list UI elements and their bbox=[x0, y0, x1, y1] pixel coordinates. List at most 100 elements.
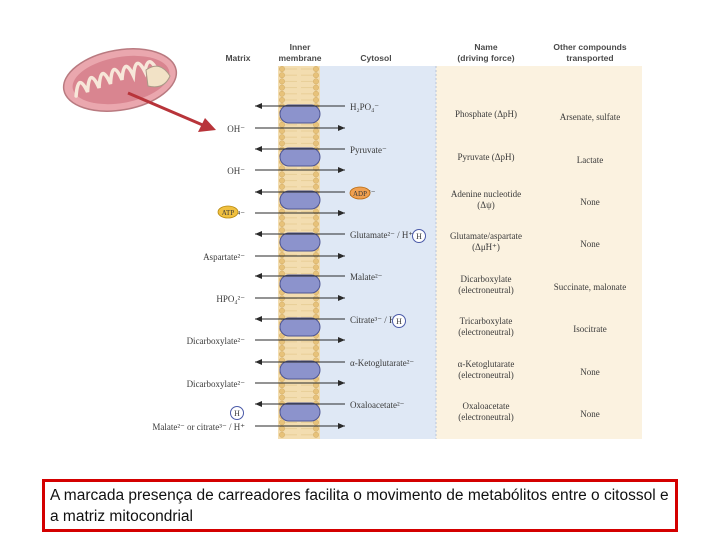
cytosol-metabolite: Glutamate²⁻ / H⁺ bbox=[350, 230, 413, 240]
lipid-head bbox=[279, 97, 285, 103]
lipid-head bbox=[313, 128, 319, 134]
adp-badge-label: ADP bbox=[353, 190, 367, 198]
lipid-head bbox=[313, 214, 319, 221]
lipid-head bbox=[279, 351, 285, 358]
lipid-head bbox=[279, 307, 285, 314]
lipid-head bbox=[313, 78, 319, 85]
flux-arrow-head bbox=[255, 103, 262, 109]
carrier-protein bbox=[279, 232, 321, 252]
lipid-head bbox=[279, 252, 285, 258]
header-cytosol: Cytosol bbox=[360, 53, 391, 63]
flux-arrow-head bbox=[338, 380, 345, 386]
lipid-head bbox=[279, 227, 285, 234]
transporter-name: Phosphate (ΔpH) bbox=[455, 109, 517, 119]
header-membrane-2: membrane bbox=[279, 53, 322, 63]
transporter-name: (Δμ̃H⁺) bbox=[472, 242, 500, 252]
matrix-metabolite: OH⁻ bbox=[227, 124, 245, 134]
proton-icon: H bbox=[392, 314, 406, 328]
carrier-protein bbox=[279, 147, 321, 167]
lipid-head bbox=[313, 84, 319, 91]
lipid-head bbox=[279, 134, 285, 141]
lipid-head bbox=[279, 221, 285, 227]
flux-arrow-head bbox=[338, 423, 345, 429]
mitochondrion-icon bbox=[62, 48, 216, 132]
transporter-name: Pyruvate (ΔpH) bbox=[457, 152, 514, 162]
lipid-head bbox=[313, 227, 319, 234]
lipid-head bbox=[313, 90, 319, 97]
flux-arrow-head bbox=[338, 125, 345, 131]
carrier-protein bbox=[279, 402, 321, 422]
lipid-head bbox=[313, 183, 319, 190]
matrix-metabolite: Malate²⁻ or citrate³⁻ / H⁺ bbox=[152, 422, 245, 432]
lipid-head bbox=[313, 345, 319, 351]
transporter-name: (electroneutral) bbox=[458, 412, 513, 422]
transporter-name: Adenine nucleotide bbox=[451, 189, 521, 199]
matrix-metabolite: HPO₄²⁻ bbox=[216, 294, 245, 304]
lipid-head bbox=[279, 140, 285, 147]
flux-arrow-head bbox=[338, 337, 345, 343]
flux-arrow-head bbox=[255, 359, 262, 365]
carrier-protein bbox=[279, 190, 321, 210]
column-headers: Matrix Inner membrane Cytosol Name (driv… bbox=[225, 42, 626, 63]
lipid-head bbox=[313, 388, 319, 395]
header-name-1: Name bbox=[474, 42, 497, 52]
flux-arrow-head bbox=[338, 253, 345, 259]
header-other-2: transported bbox=[566, 53, 613, 63]
transporter-name: (electroneutral) bbox=[458, 285, 513, 295]
transporter-name: Oxaloacetate bbox=[463, 401, 510, 411]
lipid-head bbox=[313, 425, 319, 432]
transporter-name: Dicarboxylate bbox=[461, 274, 512, 284]
other-compounds: None bbox=[580, 409, 600, 419]
cytosol-metabolite: H₂PO₄⁻ bbox=[350, 102, 379, 112]
lipid-head bbox=[279, 419, 285, 426]
header-other-1: Other compounds bbox=[553, 42, 626, 52]
lipid-head bbox=[313, 252, 319, 258]
lipid-head bbox=[313, 307, 319, 314]
lipid-head bbox=[313, 171, 319, 178]
lipid-head bbox=[279, 214, 285, 221]
transporter-name: (electroneutral) bbox=[458, 327, 513, 337]
lipid-head bbox=[313, 221, 319, 227]
table-region bbox=[436, 66, 642, 439]
carrier-protein bbox=[279, 360, 321, 380]
lipid-head bbox=[279, 66, 285, 72]
lipid-head bbox=[313, 258, 319, 265]
lipid-head bbox=[279, 264, 285, 271]
flux-arrow-head bbox=[255, 146, 262, 152]
cytosol-metabolite: Malate²⁻ bbox=[350, 272, 383, 282]
matrix-metabolite: Dicarboxylate²⁻ bbox=[187, 336, 246, 346]
flux-arrow-head bbox=[255, 231, 262, 237]
flux-arrow-head bbox=[338, 295, 345, 301]
flux-arrow-head bbox=[255, 189, 262, 195]
atp-badge-label: ATP bbox=[222, 209, 235, 217]
lipid-head bbox=[313, 97, 319, 103]
matrix-metabolite: Dicarboxylate²⁻ bbox=[187, 379, 246, 389]
lipid-head bbox=[313, 394, 319, 401]
transporter-name: Tricarboxylate bbox=[460, 316, 513, 326]
matrix-metabolite: OH⁻ bbox=[227, 166, 245, 176]
atp-badge: ATP bbox=[217, 205, 239, 219]
lipid-head bbox=[313, 177, 319, 184]
lipid-head bbox=[279, 183, 285, 190]
adp-badge: ADP bbox=[349, 186, 371, 200]
lipid-head bbox=[279, 314, 285, 320]
proton-icon: H bbox=[230, 406, 244, 420]
proton-icon: H bbox=[412, 229, 426, 243]
lipid-head bbox=[313, 264, 319, 271]
cytosol-metabolite: Pyruvate⁻ bbox=[350, 145, 387, 155]
transporter-name: α-Ketoglutarate bbox=[458, 359, 515, 369]
lipid-head bbox=[279, 90, 285, 97]
proton-label: H bbox=[416, 232, 422, 241]
lipid-head bbox=[279, 121, 285, 128]
lipid-head bbox=[279, 258, 285, 265]
lipid-head bbox=[279, 128, 285, 134]
other-compounds: None bbox=[580, 239, 600, 249]
flux-arrow-head bbox=[338, 210, 345, 216]
flux-arrow-head bbox=[255, 401, 262, 407]
caption-box: A marcada presença de carreadores facili… bbox=[42, 479, 678, 532]
other-compounds: Succinate, malonate bbox=[554, 282, 626, 292]
lipid-head bbox=[279, 345, 285, 351]
carrier-protein bbox=[279, 104, 321, 124]
lipid-head bbox=[279, 78, 285, 85]
